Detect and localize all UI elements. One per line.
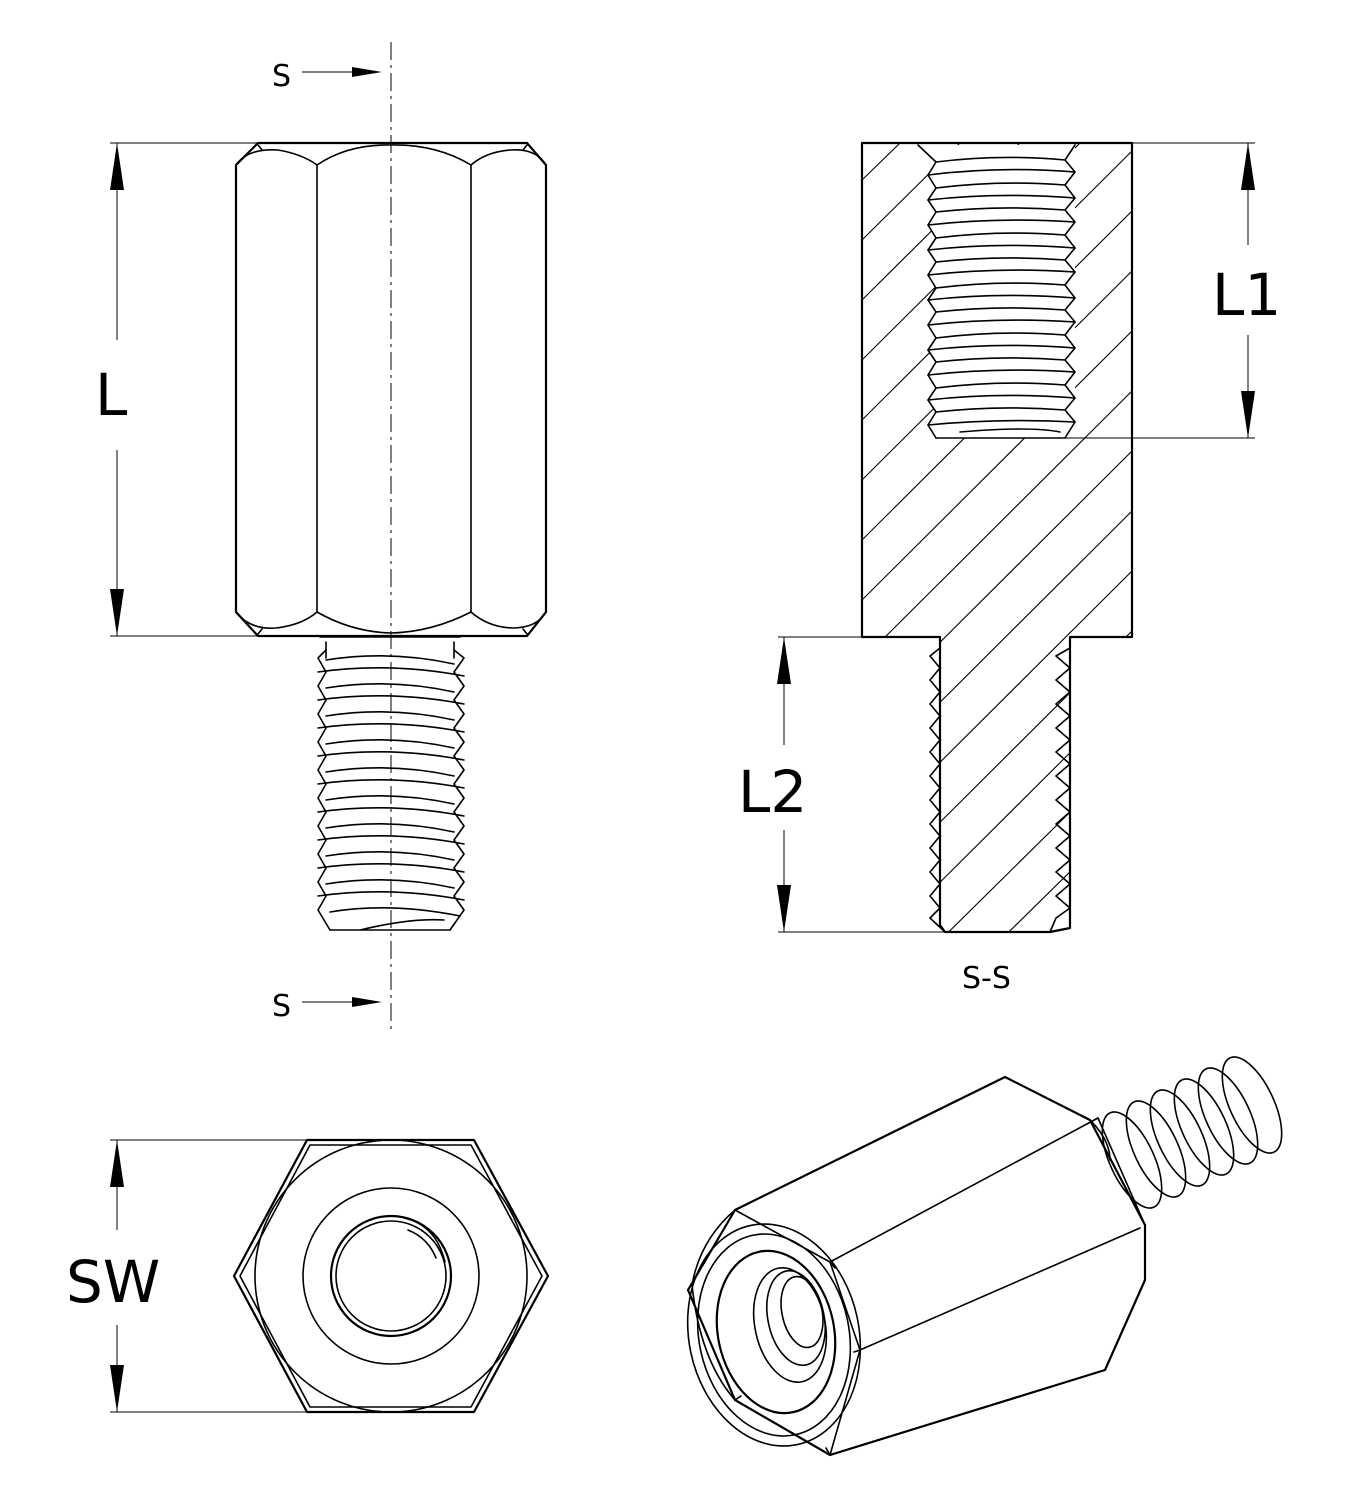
dimension-l2: L2	[738, 636, 945, 933]
dimension-l: L	[95, 142, 258, 637]
hex-body	[234, 141, 548, 638]
section-label-bottom: S	[272, 989, 291, 1024]
section-caption: S-S	[962, 961, 1011, 996]
isometric-view	[686, 1056, 1283, 1457]
label-l: L	[95, 361, 127, 429]
thread-crests	[317, 655, 465, 931]
front-view: S S	[95, 42, 548, 1032]
label-l1: L1	[1212, 261, 1281, 329]
dimension-sw: SW	[66, 1139, 307, 1413]
label-sw: SW	[66, 1248, 160, 1316]
hatch-pattern	[862, 143, 1132, 932]
internal-thread	[917, 144, 1076, 439]
section-marker-top: S	[272, 59, 382, 94]
section-marker-bottom: S	[272, 989, 382, 1024]
external-thread-section	[929, 647, 1071, 933]
label-l2: L2	[738, 758, 807, 826]
dimension-l1: L1	[1065, 142, 1281, 439]
top-view: SW	[66, 1138, 550, 1414]
section-view: L1 L2 S-S	[738, 141, 1281, 996]
iso-front-face	[686, 1209, 862, 1456]
section-label-top: S	[272, 59, 291, 94]
iso-thread	[1101, 1056, 1283, 1209]
external-thread	[317, 636, 465, 931]
